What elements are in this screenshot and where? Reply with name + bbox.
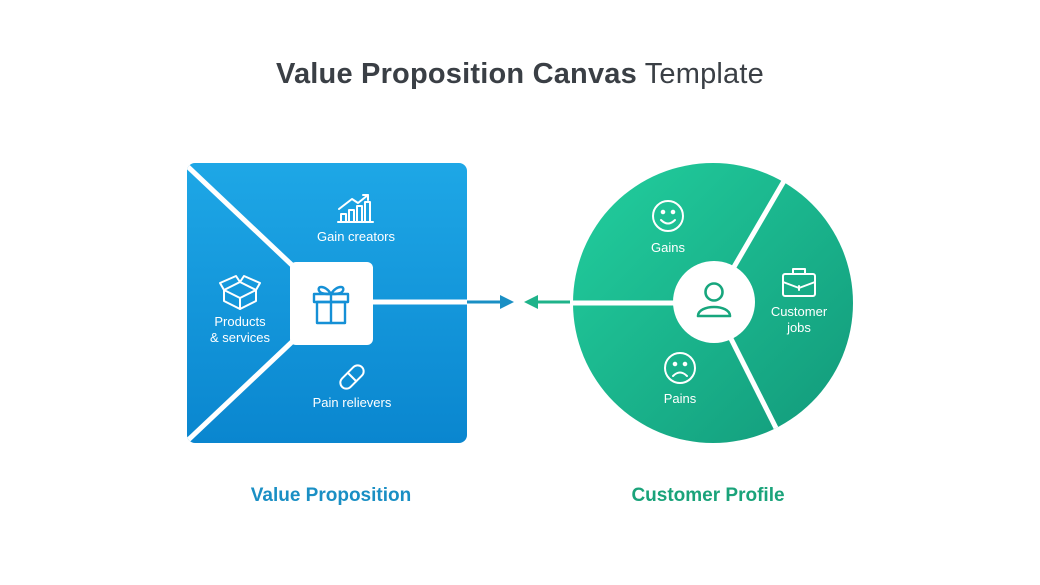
arrow-left-head: [524, 295, 538, 309]
customer-profile-circle: Gains Customer jobs Pains: [570, 163, 853, 443]
pill-icon: [339, 364, 365, 390]
page-title: Value Proposition Canvas Template: [0, 58, 1040, 91]
customer-jobs-label-line2: jobs: [786, 320, 811, 335]
cp-center-circle: [673, 261, 755, 343]
products-label-line1: Products: [214, 314, 266, 329]
gain-creators-label: Gain creators: [317, 229, 396, 244]
briefcase-icon: [782, 268, 816, 297]
gains-label: Gains: [651, 240, 685, 255]
customer-profile-caption: Customer Profile: [631, 485, 785, 506]
value-proposition-square: Gain creators Products & services Pain r…: [187, 163, 467, 443]
value-proposition-caption: Value Proposition: [250, 485, 412, 506]
bar-chart-growth-icon: [337, 194, 374, 223]
customer-jobs-label-line1: Customer: [771, 304, 828, 319]
gift-icon: [312, 285, 350, 325]
pain-relievers-label: Pain relievers: [313, 395, 392, 410]
title-light: Template: [644, 58, 764, 90]
pains-label: Pains: [664, 391, 697, 406]
products-label-line2: & services: [210, 330, 270, 345]
vp-divider-bottom: [187, 338, 296, 443]
open-box-icon: [219, 275, 261, 310]
sad-face-icon: [664, 352, 696, 384]
arrow-right-head: [500, 295, 514, 309]
connector-arrows: [467, 295, 574, 309]
vp-divider-top: [187, 163, 296, 269]
smiley-face-icon: [652, 200, 684, 232]
title-bold: Value Proposition Canvas: [276, 58, 637, 90]
user-icon: [696, 282, 732, 318]
